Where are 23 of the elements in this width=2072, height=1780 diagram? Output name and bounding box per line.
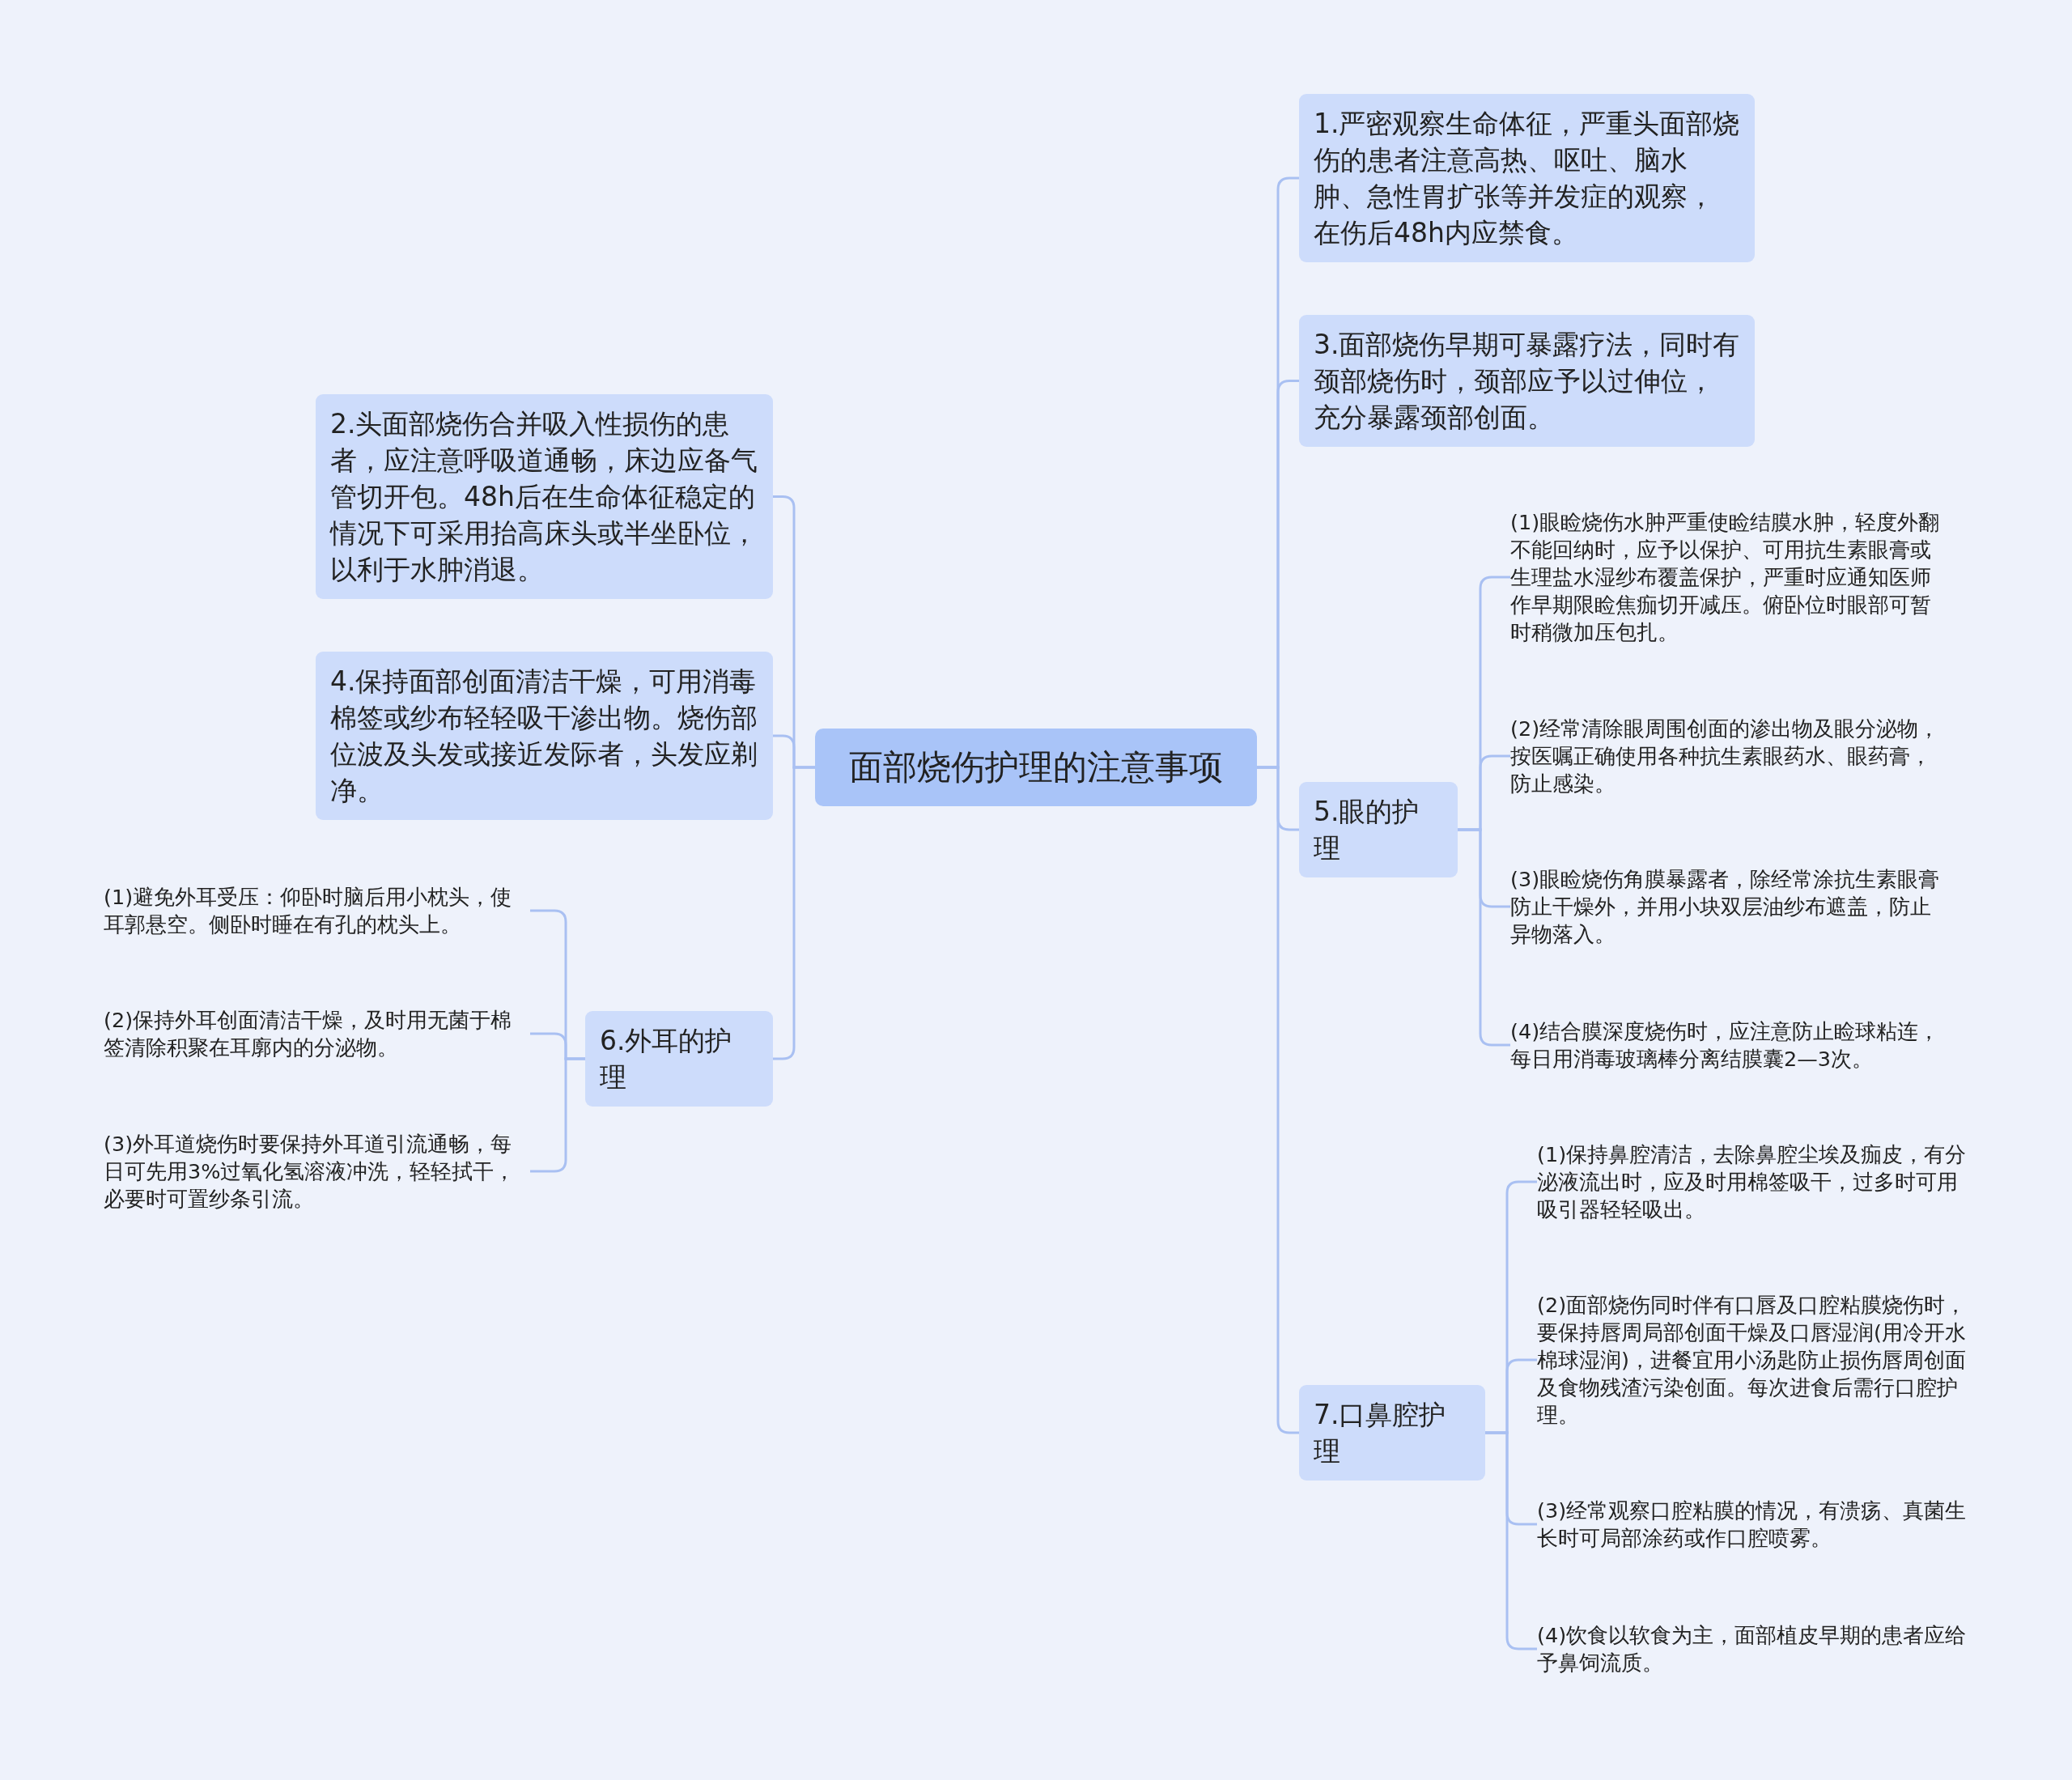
topic-box: 3.面部烧伤早期可暴露疗法，同时有颈部烧伤时，颈部应予以过伸位，充分暴露颈部创面。 — [1299, 315, 1755, 447]
topic-box: 5.眼的护理 — [1299, 782, 1458, 877]
topic-box: 2.头面部烧伤合并吸入性损伤的患者，应注意呼吸道通畅，床边应备气管切开包。48h后在生命体征稳定的情况下可采用抬高床头或半坐卧位，以利于水肿消退。 — [316, 394, 773, 599]
note-text: (1)保持鼻腔清洁，去除鼻腔尘埃及痂皮，有分泌液流出时，应及时用棉签吸干，过多时可用吸引器轻轻吸出。 — [1537, 1141, 1974, 1223]
topic-box: 7.口鼻腔护理 — [1299, 1385, 1485, 1481]
topic-box: 1.严密观察生命体征，严重头面部烧伤的患者注意高热、呕吐、脑水肿、急性胃扩张等并发症的观察，在伤后48h内应禁食。 — [1299, 94, 1755, 262]
note-text: (1)眼睑烧伤水肿严重使睑结膜水肿，轻度外翻不能回纳时，应予以保护、可用抗生素眼膏或生理盐水湿纱布覆盖保护，严重时应通知医师作早期限睑焦痂切开减压。俯卧位时眼部可暂时稍微加压包扎。 — [1510, 508, 1947, 646]
central-topic-box: 面部烧伤护理的注意事项 — [815, 729, 1257, 806]
topic-box: 6.外耳的护理 — [585, 1011, 773, 1107]
note-text: (3)眼睑烧伤角膜暴露者，除经常涂抗生素眼膏防止干燥外，并用小块双层油纱布遮盖，防止异物落入。 — [1510, 865, 1947, 948]
note-text: (4)饮食以软食为主，面部植皮早期的患者应给予鼻饲流质。 — [1537, 1621, 1974, 1676]
connector-line — [530, 1057, 585, 1173]
connector-line — [1485, 1431, 1537, 1650]
note-text: (3)经常观察口腔粘膜的情况，有溃疡、真菌生长时可局部涂药或作口腔喷雾。 — [1537, 1497, 1974, 1552]
connector-line — [1458, 828, 1510, 1047]
note-text: (2)经常清除眼周围创面的渗出物及眼分泌物，按医嘱正确使用各种抗生素眼药水、眼药膏，防止感染。 — [1510, 715, 1947, 797]
note-text: (4)结合膜深度烧伤时，应注意防止睑球粘连，每日用消毒玻璃棒分离结膜囊2—3次。 — [1510, 1017, 1947, 1073]
note-text: (2)面部烧伤同时伴有口唇及口腔粘膜烧伤时，要保持唇周局部创面干燥及口唇湿润(用冷开水棉球湿润)，进餐宜用小汤匙防止损伤唇周创面及食物残渣污染创面。每次进食后需行口腔护理。 — [1537, 1291, 1974, 1429]
connector-line — [773, 766, 815, 1060]
note-text: (3)外耳道烧伤时要保持外耳道引流通畅，每日可先用3%过氧化氢溶液冲洗，轻轻拭干，必要时可置纱条引流。 — [104, 1130, 530, 1213]
topic-box: 4.保持面部创面清洁干燥，可用消毒棉签或纱布轻轻吸干渗出物。烧伤部位波及头发或接近发际者，头发应剃净。 — [316, 652, 773, 820]
note-text: (1)避免外耳受压：仰卧时脑后用小枕头，使耳郭悬空。侧卧时睡在有孔的枕头上。 — [104, 883, 530, 938]
note-text: (2)保持外耳创面清洁干燥，及时用无菌于棉签清除积聚在耳廓内的分泌物。 — [104, 1006, 530, 1061]
